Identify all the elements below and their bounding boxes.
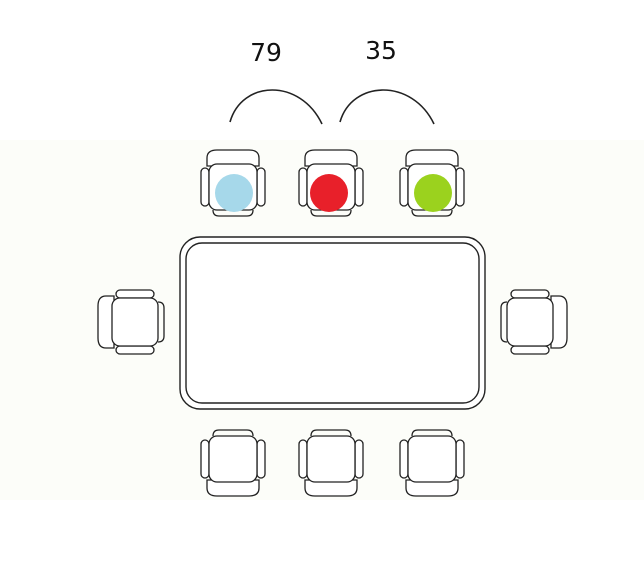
arc-right	[339, 89, 435, 125]
gap-label-left: 79	[250, 38, 282, 67]
chair-bottom-left	[200, 429, 266, 497]
person-dot-top-center	[310, 174, 348, 212]
person-dot-top-left	[215, 174, 253, 212]
gap-label-right: 35	[365, 36, 397, 65]
chair-bottom-right	[399, 429, 465, 497]
person-dot-top-right	[414, 174, 452, 212]
arc-left	[229, 89, 323, 125]
chair-left-end	[97, 289, 165, 355]
chair-right-end	[500, 289, 568, 355]
chair-bottom-center	[298, 429, 364, 497]
conference-table	[179, 236, 486, 410]
